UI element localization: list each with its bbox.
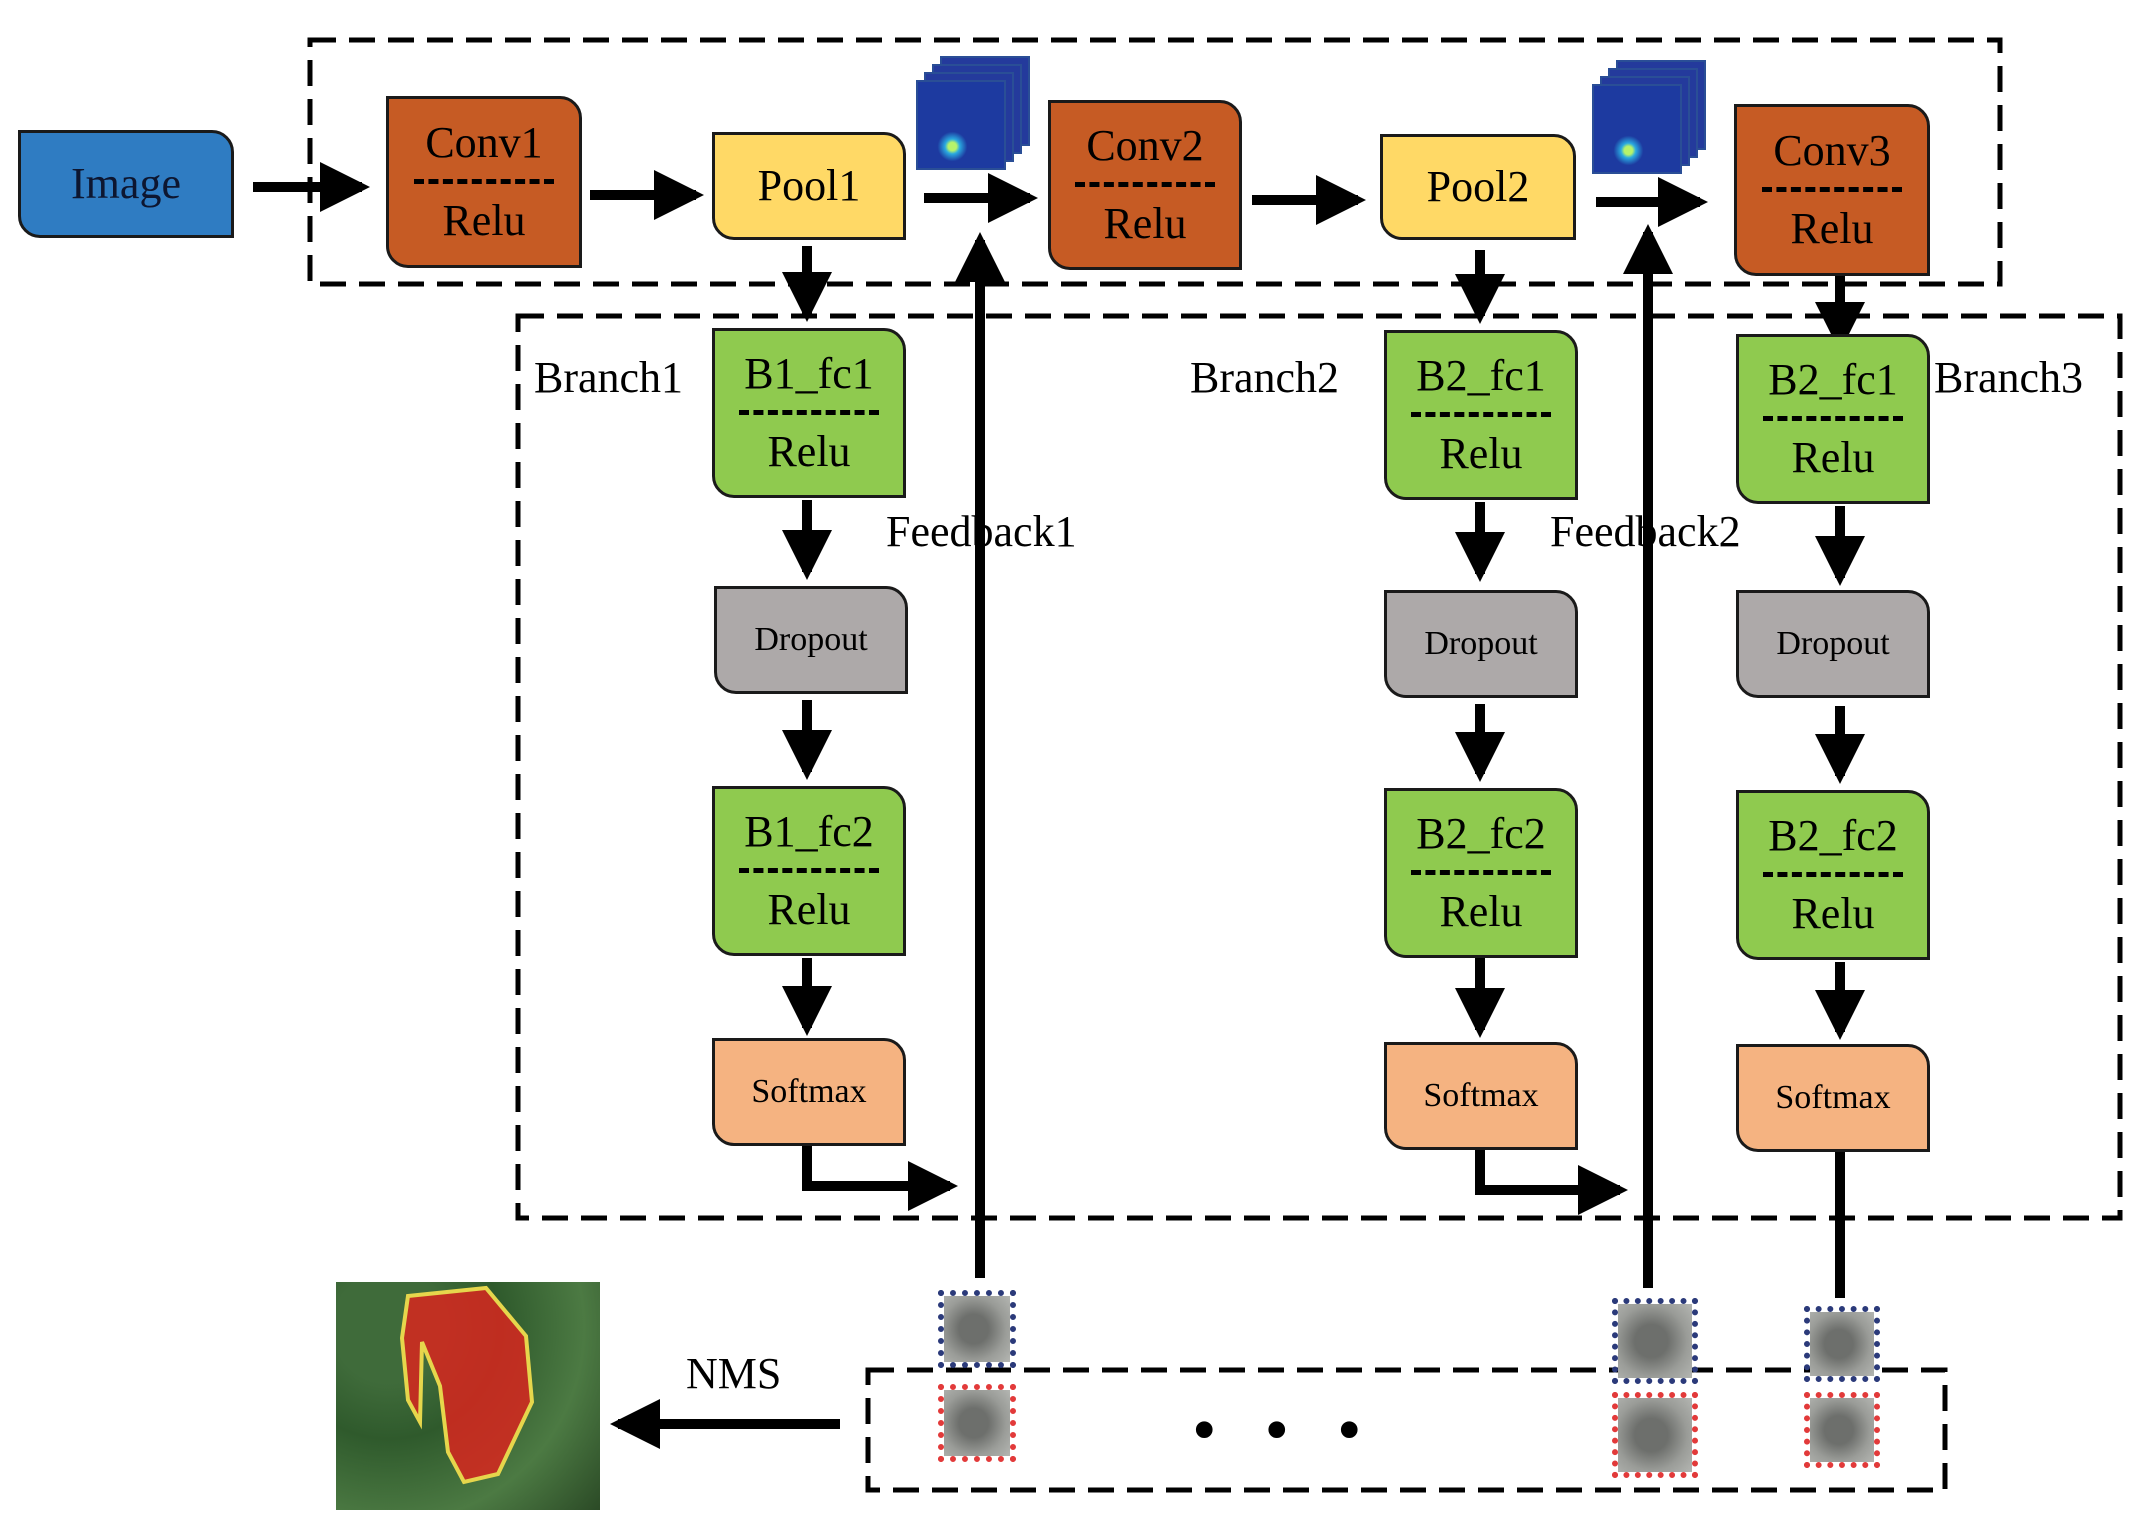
conv2-separator <box>1075 181 1215 187</box>
pool1-node: Pool1 <box>712 132 906 240</box>
conv3-node: Conv3 Relu <box>1734 104 1930 276</box>
b1-softmax-node: Softmax <box>712 1038 906 1146</box>
conv1-node: Conv1 Relu <box>386 96 582 268</box>
patch-b2-positive <box>1612 1298 1698 1384</box>
arrow-b1-softmax-out <box>802 1146 959 1211</box>
feature-map-2 <box>1592 84 1682 174</box>
backbone-frame <box>307 37 2003 287</box>
branch1-label: Branch1 <box>534 353 684 402</box>
b3-fc2-separator <box>1763 871 1903 877</box>
patch-b2-negative <box>1612 1392 1698 1478</box>
branches-frame <box>515 313 2123 1221</box>
conv2-node: Conv2 Relu <box>1048 100 1242 270</box>
ellipsis: ••• <box>1192 1392 1410 1469</box>
branch2-label: Branch2 <box>1190 353 1340 402</box>
branch3-label: Branch3 <box>1934 353 2084 402</box>
b1-fc2-node: B1_fc2 Relu <box>712 786 906 956</box>
patch-b1-negative <box>938 1384 1016 1462</box>
patch-b3-positive <box>1804 1306 1880 1382</box>
conv3-activation: Relu <box>1790 203 1874 253</box>
feedback1-label: Feedback1 <box>886 507 1077 556</box>
conv2-label: Conv2 <box>1086 121 1204 171</box>
b1-fc1-label: B1_fc1 <box>744 349 874 399</box>
b3-dropout-node: Dropout <box>1736 590 1930 698</box>
b3-fc1-label: B2_fc1 <box>1768 355 1898 405</box>
b1-fc2-separator <box>739 867 879 873</box>
patches-frame <box>865 1367 1948 1493</box>
conv1-activation: Relu <box>442 195 526 245</box>
b1-fc1-separator <box>739 409 879 415</box>
detection-result-image <box>336 1282 600 1510</box>
feedback2-label: Feedback2 <box>1550 507 1741 556</box>
b2-fc2-label: B2_fc2 <box>1416 809 1546 859</box>
b2-fc1-node: B2_fc1 Relu <box>1384 330 1578 500</box>
b3-fc1-separator <box>1763 415 1903 421</box>
conv1-label: Conv1 <box>425 118 543 168</box>
conv3-separator <box>1761 186 1903 192</box>
b2-fc2-activation: Relu <box>1439 886 1523 936</box>
pool2-node: Pool2 <box>1380 134 1576 240</box>
nms-label: NMS <box>686 1349 782 1398</box>
b2-softmax-node: Softmax <box>1384 1042 1578 1150</box>
patch-b3-negative <box>1804 1392 1880 1468</box>
patch-b1-positive <box>938 1290 1016 1368</box>
arrow-b2-softmax-out <box>1475 1150 1629 1215</box>
detected-region <box>399 1285 535 1485</box>
b3-fc2-label: B2_fc2 <box>1768 811 1898 861</box>
b1-fc2-activation: Relu <box>767 884 851 934</box>
b3-fc1-node: B2_fc1 Relu <box>1736 334 1930 504</box>
image-node: Image <box>18 130 234 238</box>
b1-dropout-node: Dropout <box>714 586 908 694</box>
conv2-activation: Relu <box>1103 198 1187 248</box>
b1-fc1-node: B1_fc1 Relu <box>712 328 906 498</box>
b2-fc1-activation: Relu <box>1439 428 1523 478</box>
b3-softmax-node: Softmax <box>1736 1044 1930 1152</box>
feature-map-1 <box>916 80 1006 170</box>
b2-fc1-label: B2_fc1 <box>1416 351 1546 401</box>
b2-fc1-separator <box>1411 411 1551 417</box>
b3-fc2-activation: Relu <box>1791 888 1875 938</box>
b2-fc2-node: B2_fc2 Relu <box>1384 788 1578 958</box>
b1-fc1-activation: Relu <box>767 426 851 476</box>
conv3-label: Conv3 <box>1773 126 1891 176</box>
conv1-separator <box>413 178 555 184</box>
b3-fc2-node: B2_fc2 Relu <box>1736 790 1930 960</box>
b1-fc2-label: B1_fc2 <box>744 807 874 857</box>
b3-fc1-activation: Relu <box>1791 432 1875 482</box>
b2-fc2-separator <box>1411 869 1551 875</box>
b2-dropout-node: Dropout <box>1384 590 1578 698</box>
